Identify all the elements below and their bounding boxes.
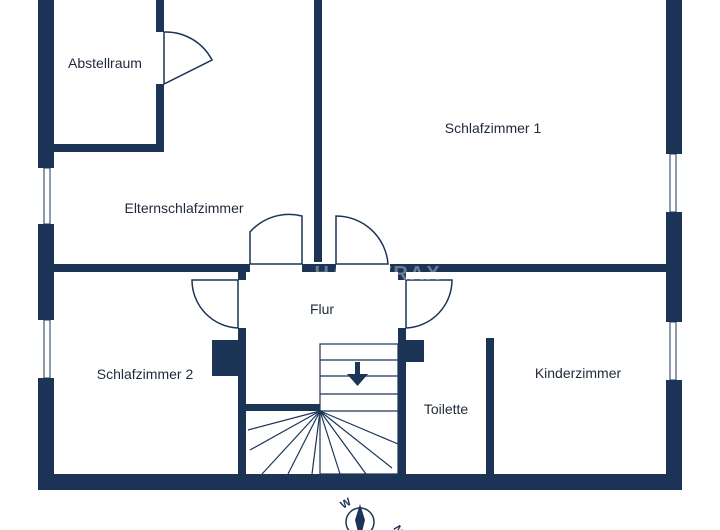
abstellraum-wall-bottom <box>38 144 164 152</box>
doors <box>163 31 453 329</box>
window-right-lower <box>669 321 677 381</box>
stair-landing-wall <box>246 404 320 411</box>
door-elternschlafzimmer <box>249 213 303 265</box>
stair-winder <box>319 410 367 475</box>
door-schlafzimmer2 <box>191 279 239 329</box>
window-left-upper <box>43 167 51 225</box>
room-labels: Abstellraum Schlafzimmer 1 Elternschlafz… <box>68 55 621 417</box>
watermark: HAUSTRAX <box>314 263 441 285</box>
stair-winder <box>319 410 393 469</box>
room-label-elternschlafzimmer: Elternschlafzimmer <box>124 200 243 216</box>
stair-pillar-left <box>212 340 238 376</box>
abstellraum-wall-right-lower <box>156 84 164 152</box>
abstellraum-wall-right-upper <box>156 0 164 32</box>
arrow-down-icon <box>347 362 368 386</box>
room-label-flur: Flur <box>310 301 334 317</box>
outer-wall-bottom <box>38 474 682 490</box>
stair-winder <box>311 410 321 475</box>
room-label-schlafzimmer1: Schlafzimmer 1 <box>445 120 542 136</box>
stair-winder <box>247 410 321 431</box>
stair-winder <box>319 410 399 445</box>
room-label-kinderzimmer: Kinderzimmer <box>535 365 622 381</box>
window-right-upper <box>669 153 677 213</box>
stair-run-outline <box>319 343 399 475</box>
stair-pillar-right <box>406 340 424 362</box>
stair-winder <box>261 410 321 475</box>
outer-wall-right-top <box>666 0 682 154</box>
outer-wall-right-bottom <box>666 380 682 490</box>
windows <box>43 153 677 381</box>
center-wall <box>314 0 322 262</box>
stair-winder <box>249 410 321 451</box>
flur-wall-left-lower <box>238 328 246 474</box>
middle-wall-left <box>38 264 250 272</box>
stair-winder <box>319 410 341 475</box>
compass-letter-n: N <box>390 524 404 530</box>
door-abstellraum <box>163 31 214 86</box>
flur-wall-right-upper <box>398 272 406 280</box>
door-schlafzimmer1 <box>335 215 389 265</box>
room-label-toilette: Toilette <box>424 401 469 417</box>
middle-wall-right <box>390 264 682 272</box>
outer-wall-left-bottom <box>38 378 54 490</box>
flur-wall-right-lower <box>398 328 406 474</box>
compass-rose-icon: W N <box>339 496 405 530</box>
outer-wall-left-top <box>38 0 54 168</box>
stairs <box>247 343 399 475</box>
room-label-schlafzimmer2: Schlafzimmer 2 <box>97 366 194 382</box>
flur-wall-left-upper <box>238 272 246 280</box>
door-kinderzimmer <box>405 279 453 329</box>
walls <box>38 0 682 490</box>
middle-wall-center <box>302 264 336 272</box>
window-left-lower <box>43 319 51 379</box>
compass-letter-w: W <box>339 496 355 512</box>
toilet-wall <box>486 338 494 474</box>
stair-winder <box>287 410 321 475</box>
room-label-abstellraum: Abstellraum <box>68 55 142 71</box>
